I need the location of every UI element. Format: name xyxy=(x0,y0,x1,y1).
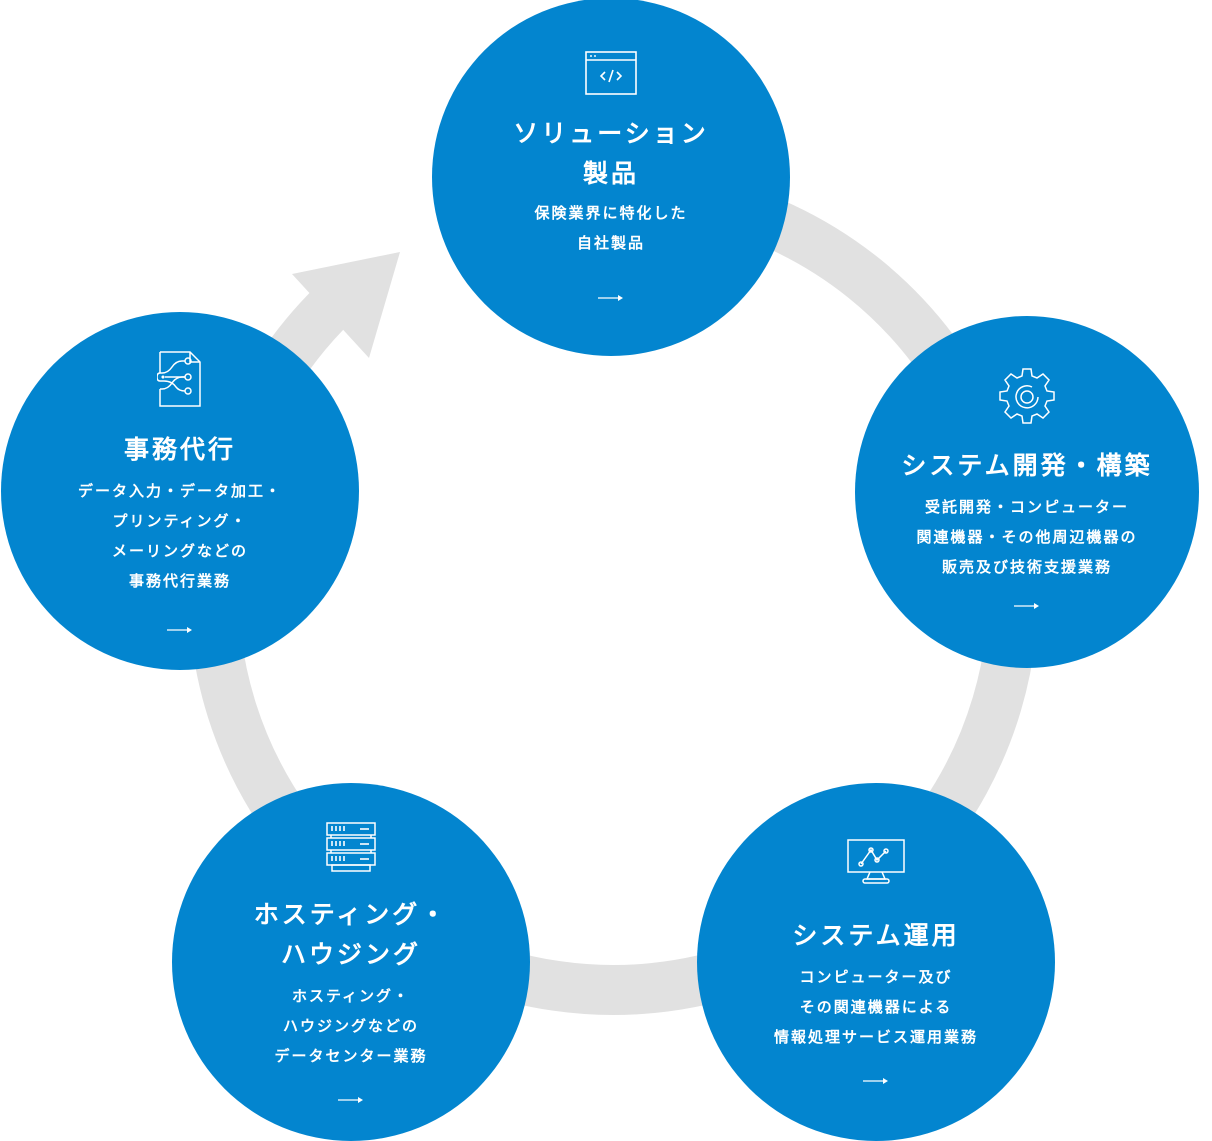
desc-line: メーリングなどの xyxy=(111,542,248,560)
node-description: ホスティング・ ハウジングなどの データセンター業務 xyxy=(274,981,427,1071)
node-description: 保険業界に特化した 自社製品 xyxy=(534,198,687,258)
node-office-work[interactable]: 事務代行 データ入力・データ加工・ プリンティング・ メーリングなどの 事務代行… xyxy=(1,312,359,670)
node-hosting-housing[interactable]: ホスティング・ ハウジング ホスティング・ ハウジングなどの データセンター業務 xyxy=(172,783,530,1141)
arrow-right-icon[interactable] xyxy=(598,294,624,302)
desc-line: 事務代行業務 xyxy=(128,572,231,590)
title-line: 製品 xyxy=(582,159,639,188)
desc-line: データセンター業務 xyxy=(274,1047,428,1065)
desc-line: 情報処理サービス運用業務 xyxy=(773,1028,978,1046)
title-line: システム運用 xyxy=(792,921,960,950)
node-description: データ入力・データ加工・ プリンティング・ メーリングなどの 事務代行業務 xyxy=(78,476,282,596)
node-system-operations[interactable]: システム運用 コンピューター及び その関連機器による 情報処理サービス運用業務 xyxy=(697,783,1055,1141)
node-system-development[interactable]: システム開発・構築 受託開発・コンピューター 関連機器・その他周辺機器の 販売及… xyxy=(855,316,1199,668)
desc-line: 自社製品 xyxy=(576,234,645,252)
code-window-icon xyxy=(585,51,637,95)
desc-line: データ入力・データ加工・ xyxy=(77,482,282,500)
arrow-right-icon[interactable] xyxy=(167,626,193,634)
desc-line: 保険業界に特化した xyxy=(534,204,688,222)
arrow-right-icon[interactable] xyxy=(1014,602,1040,610)
title-line: ソリューション xyxy=(513,119,709,148)
desc-line: 受託開発・コンピューター xyxy=(924,498,1129,516)
node-title: ホスティング・ ハウジング xyxy=(254,895,449,975)
title-line: ハウジング xyxy=(280,940,421,969)
monitor-chart-icon xyxy=(847,839,905,884)
arrow-right-icon[interactable] xyxy=(863,1077,889,1085)
desc-line: その関連機器による xyxy=(799,998,953,1016)
desc-line: 関連機器・その他周辺機器の xyxy=(916,528,1138,546)
node-title: システム運用 xyxy=(792,916,959,956)
desc-line: ホスティング・ xyxy=(291,987,411,1005)
node-title: システム開発・構築 xyxy=(901,446,1152,486)
node-description: コンピューター及び その関連機器による 情報処理サービス運用業務 xyxy=(774,962,978,1052)
cycle-arrow-head xyxy=(292,252,400,358)
node-title: ソリューション 製品 xyxy=(513,114,709,194)
desc-line: コンピューター及び xyxy=(799,968,953,986)
desc-line: 販売及び技術支援業務 xyxy=(941,558,1112,576)
gear-icon xyxy=(999,368,1055,424)
server-rack-icon xyxy=(326,822,376,872)
title-line: ホスティング・ xyxy=(253,900,449,929)
desc-line: ハウジングなどの xyxy=(282,1017,419,1035)
node-description: 受託開発・コンピューター 関連機器・その他周辺機器の 販売及び技術支援業務 xyxy=(916,492,1137,582)
title-line: システム開発・構築 xyxy=(901,451,1153,480)
document-share-icon xyxy=(157,351,201,407)
node-title: 事務代行 xyxy=(124,430,236,470)
title-line: 事務代行 xyxy=(123,435,236,464)
node-solution-products[interactable]: ソリューション 製品 保険業界に特化した 自社製品 xyxy=(432,0,790,356)
arrow-right-icon[interactable] xyxy=(338,1096,364,1104)
desc-line: プリンティング・ xyxy=(112,512,248,530)
